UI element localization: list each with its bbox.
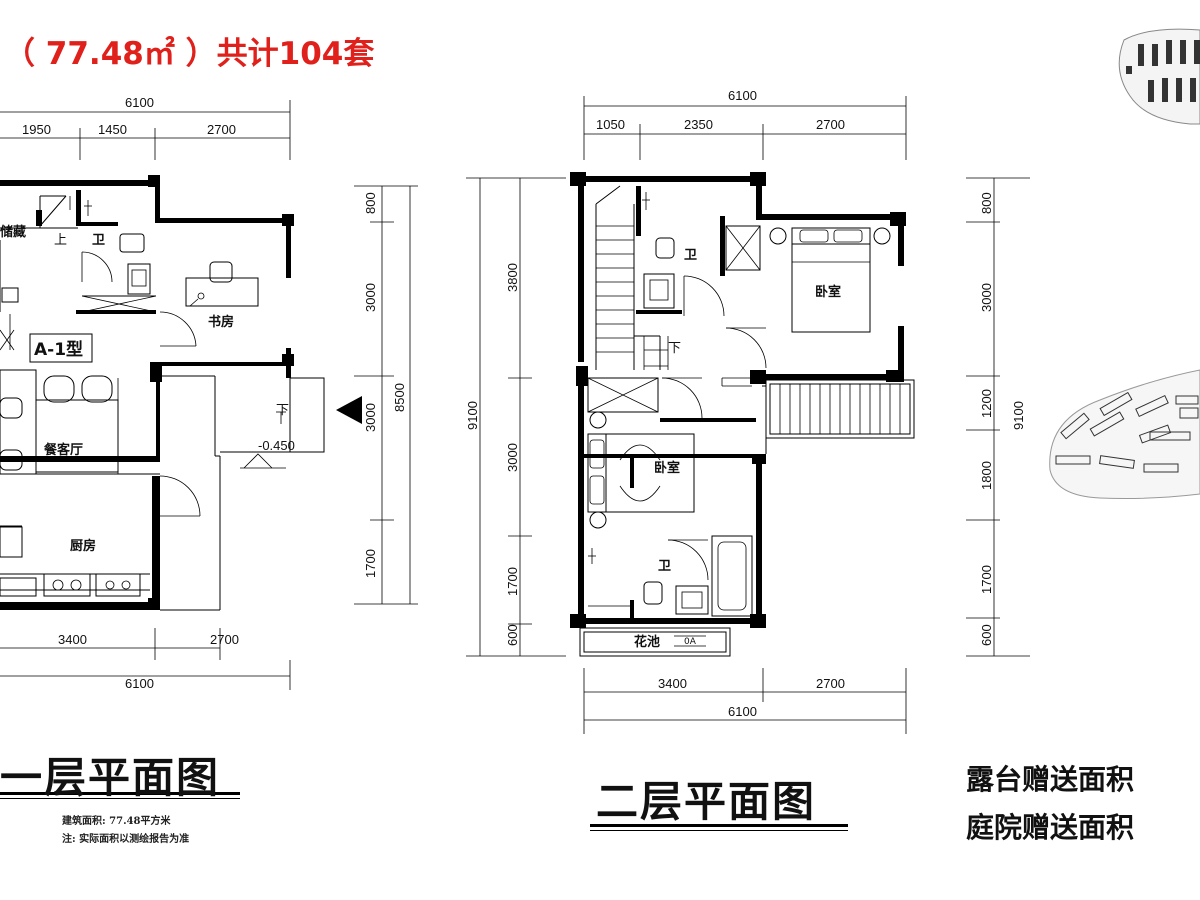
f1-dim-top-total: 6100 xyxy=(125,95,154,110)
f2-dim-top: 1050 xyxy=(596,117,625,132)
floor1-plan: 6100 1950 1450 2700 xyxy=(0,95,418,691)
f1-level: -0.450 xyxy=(258,438,295,453)
f1-room-kitchen: 厨房 xyxy=(70,538,96,554)
f2-dim-bottom-total: 6100 xyxy=(728,704,757,719)
header-title: （ 77.48㎡ ）共计104套 xyxy=(4,36,375,72)
f1-dim-top: 1950 xyxy=(22,122,51,137)
f2-dim-left: 3800 xyxy=(505,263,520,292)
floor1-note-disclaimer: 注: 实际面积以测绘报告为准 xyxy=(62,834,190,845)
f1-up-mark: 上 xyxy=(54,233,67,248)
site-dim-left: 3000 xyxy=(979,283,994,312)
f1-dim-right: 3000 xyxy=(363,283,378,312)
f2-dim-left: 1700 xyxy=(505,567,520,596)
f2-dim-bottom: 2700 xyxy=(816,676,845,691)
f2-dim-left: 600 xyxy=(505,624,520,646)
site-dim-left-total: 9100 xyxy=(1011,401,1026,430)
gift-terrace: 露台赠送面积 xyxy=(966,763,1135,796)
f1-dim-right: 1700 xyxy=(363,549,378,578)
f1-room-bath: 卫 xyxy=(92,233,105,248)
f1-dim-top: 2700 xyxy=(207,122,236,137)
site-dim-left: 600 xyxy=(979,624,994,646)
f2-planter-code: 0A xyxy=(684,637,697,647)
f2-down-mark: 下 xyxy=(668,341,681,356)
site-dim-left: 1200 xyxy=(979,389,994,418)
f1-type-label: A-1型 xyxy=(34,339,83,360)
f1-dim-top: 1450 xyxy=(98,122,127,137)
f1-dim-bottom: 2700 xyxy=(210,632,239,647)
f1-down-mark: 下 xyxy=(276,403,289,418)
f2-room-bath-top: 卫 xyxy=(684,248,697,263)
f1-room-storage: 储藏 xyxy=(0,224,26,240)
floor2-title: 二层平面图 xyxy=(596,777,817,826)
f2-room-bedroom-2: 卧室 xyxy=(654,460,680,476)
site-dim-left: 1700 xyxy=(979,565,994,594)
f1-dim-right: 3000 xyxy=(363,403,378,432)
f1-dim-right: 800 xyxy=(363,192,378,214)
f1-dim-right-total: 8500 xyxy=(392,383,407,412)
f2-room-planter: 花池 xyxy=(634,634,660,650)
f2-room-bedroom-1: 卧室 xyxy=(815,284,841,300)
f1-dim-bottom: 3400 xyxy=(58,632,87,647)
f1-dim-bottom-total: 6100 xyxy=(125,676,154,691)
f1-room-study: 书房 xyxy=(208,314,234,330)
f2-dim-top-total: 6100 xyxy=(728,88,757,103)
f2-room-bath-bottom: 卫 xyxy=(658,559,671,574)
gift-courtyard: 庭院赠送面积 xyxy=(966,811,1135,844)
f2-dim-bottom: 3400 xyxy=(658,676,687,691)
f2-dim-left: 3000 xyxy=(505,443,520,472)
site-dim-left: 1800 xyxy=(979,461,994,490)
site-plan: 800 3000 1200 1800 1700 600 9100 xyxy=(966,28,1200,657)
f2-dim-left-total: 9100 xyxy=(465,401,480,430)
site-dim-left: 800 xyxy=(979,192,994,214)
floor1-note-area: 建筑面积: 77.48平方米 xyxy=(62,816,171,827)
f2-dim-top: 2700 xyxy=(816,117,845,132)
floor1-title: 一层平面图 xyxy=(0,753,221,802)
f1-room-living-dining: 餐客厅 xyxy=(43,442,83,458)
f2-dim-top: 2350 xyxy=(684,117,713,132)
floor2-plan: 6100 1050 2350 2700 xyxy=(465,88,915,734)
